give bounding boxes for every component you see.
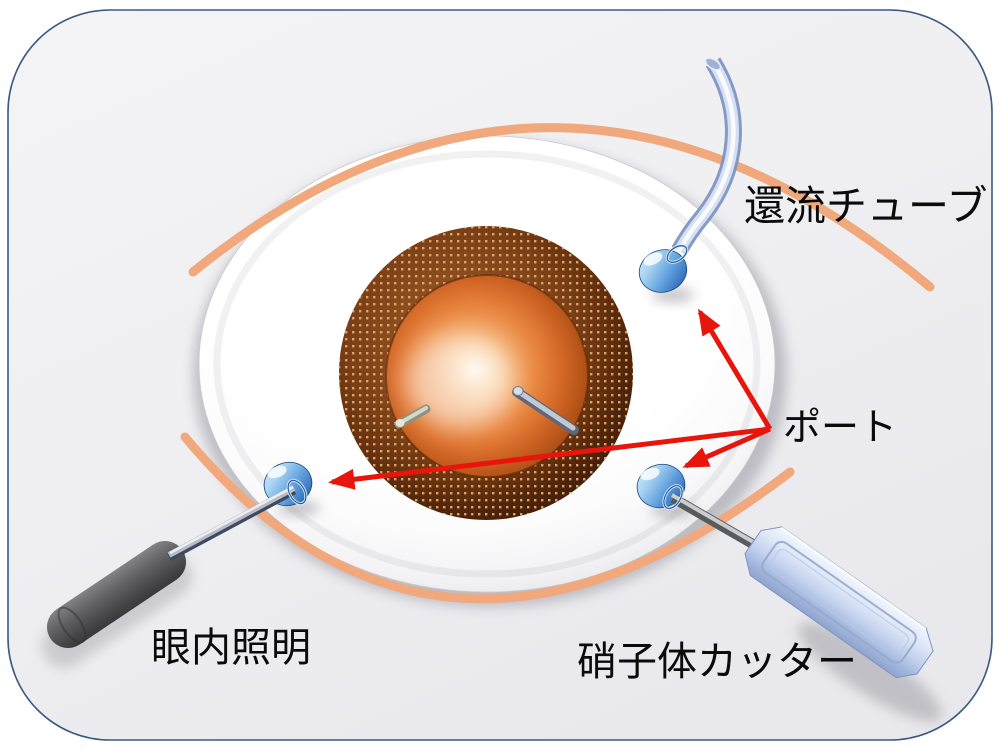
cutter-shadow <box>797 622 943 722</box>
infusion-tube <box>671 57 742 256</box>
light-pipe-port-ring <box>286 478 308 506</box>
arrow-to-cutter-port <box>682 426 772 469</box>
infusion-port <box>638 244 694 302</box>
arrow-to-light-pipe-port <box>328 426 771 490</box>
arrow-to-infusion-port <box>697 308 773 431</box>
eye-rim-bevel <box>213 150 761 578</box>
light-pipe-handle <box>47 541 186 648</box>
cutter-tip <box>512 386 579 435</box>
cutter-port-ring <box>662 484 684 510</box>
fundus-highlight <box>404 334 514 428</box>
tube-opening <box>704 57 722 71</box>
cutter-handle <box>744 526 934 679</box>
label-port: ポート <box>783 407 897 449</box>
upper-eyelid-arc <box>188 123 935 292</box>
port-arrows <box>328 308 773 490</box>
light-pipe-tip <box>394 404 431 429</box>
light-pipe <box>42 541 192 668</box>
label-vitreous-cutter: 硝子体カッター <box>577 640 857 684</box>
light-pipe-shaft <box>166 485 297 561</box>
label-infusion-tube: 還流チューブ <box>744 183 988 229</box>
label-intraocular-light: 眼内照明 <box>151 626 311 670</box>
